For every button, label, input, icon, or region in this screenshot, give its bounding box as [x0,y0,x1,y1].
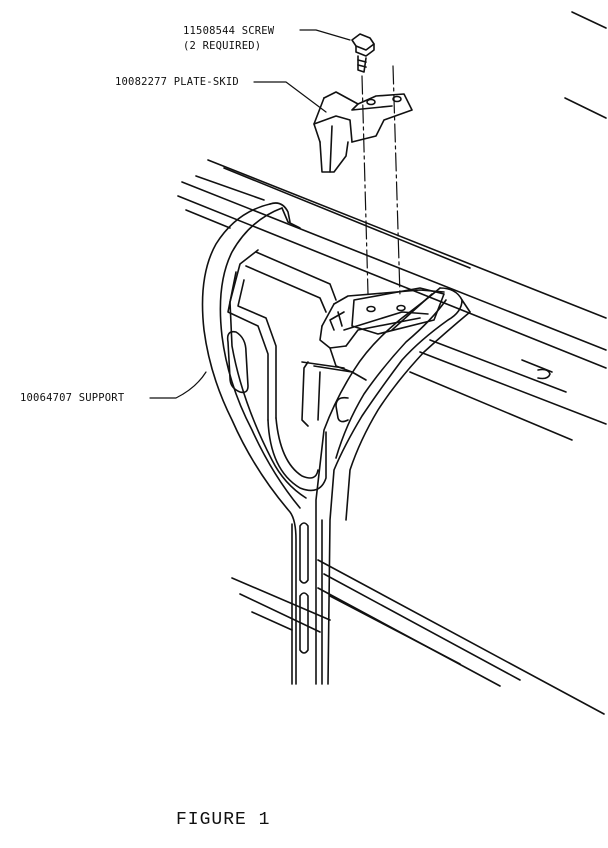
rail-panel [178,160,606,714]
screw-part [352,34,374,72]
leader-lines [150,30,350,398]
plate-callout: 10082277 PLATE-SKID [115,76,239,88]
background-edge-lines [565,12,606,118]
screw-callout-line2: (2 REQUIRED) [183,40,262,52]
support-callout: 10064707 SUPPORT [20,392,125,404]
support-bracket [203,203,471,684]
figure-caption: FIGURE 1 [176,810,271,830]
screw-callout-line1: 11508544 SCREW [183,25,275,37]
skid-plate-part [314,92,412,172]
alignment-lines [362,66,400,296]
installed-plate [330,288,444,334]
